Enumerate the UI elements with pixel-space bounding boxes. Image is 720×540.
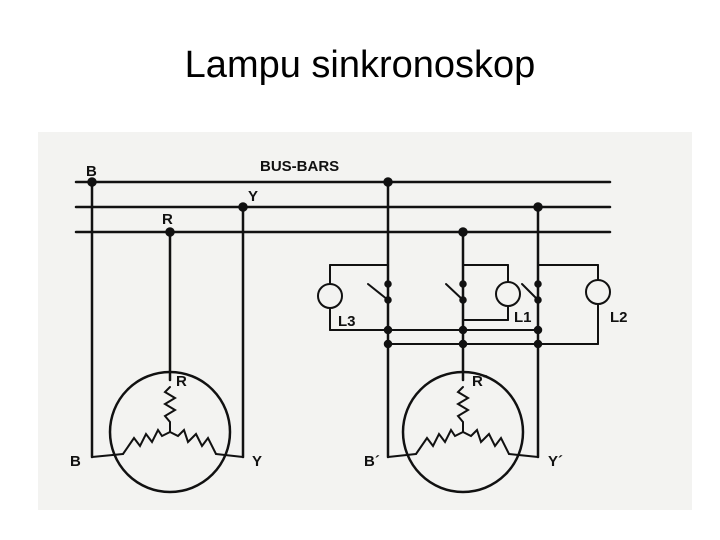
lamp-l2	[585, 279, 611, 305]
switch-y	[521, 283, 539, 301]
switch-b	[367, 283, 389, 301]
label-lamp-l2: L2	[610, 309, 628, 326]
label-lamp-l3: L3	[338, 313, 356, 330]
slide-title: Lampu sinkronoskop	[184, 44, 536, 86]
label-gen1-r: R	[176, 373, 187, 390]
label-bus-y: Y	[248, 188, 258, 205]
switch-r	[445, 283, 464, 301]
label-gen2-y: Y´	[548, 453, 563, 470]
generator-2	[401, 370, 525, 494]
label-bus-r: R	[162, 211, 173, 228]
label-lamp-l1: L1	[514, 309, 532, 326]
lamp-l1	[495, 281, 521, 307]
label-gen2-r: R´	[472, 373, 488, 390]
label-bus-b: B	[86, 163, 97, 180]
label-gen1-y: Y	[252, 453, 262, 470]
label-gen2-b: B´	[364, 453, 380, 470]
wiring-diagram: B BUS-BARS Y R R B Y R´ B´ Y´ L3 L1 L2	[38, 132, 692, 510]
generator-1	[108, 370, 232, 494]
lamp-l3	[317, 283, 343, 309]
label-gen1-b: B	[70, 453, 81, 470]
label-bus-bars: BUS-BARS	[260, 158, 339, 175]
